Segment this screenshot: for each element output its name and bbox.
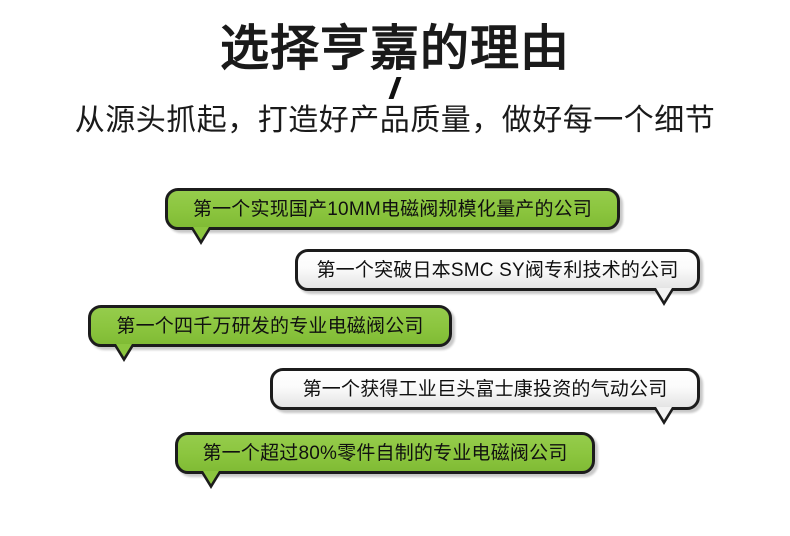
reason-bubble-4-label: 第一个获得工业巨头富士康投资的气动公司 — [302, 378, 668, 400]
header-block: 选择亨嘉的理由 从源头抓起，打造好产品质量，做好每一个细节 — [0, 0, 790, 139]
reason-bubble-3-label: 第一个四千万研发的专业电磁阀公司 — [116, 315, 424, 337]
reason-bubble-1-label: 第一个实现国产10MM电磁阀规模化量产的公司 — [192, 198, 593, 220]
bubble-tail-fill-icon — [193, 227, 209, 240]
page-title: 选择亨嘉的理由 — [219, 22, 570, 76]
reason-bubble-4: 第一个获得工业巨头富士康投资的气动公司 — [270, 368, 700, 425]
reason-bubble-2: 第一个突破日本SMC SY阀专利技术的公司 — [295, 249, 700, 306]
reason-bubble-5-label: 第一个超过80%零件自制的专业电磁阀公司 — [202, 442, 568, 464]
reason-bubble-1: 第一个实现国产10MM电磁阀规模化量产的公司 — [165, 188, 620, 245]
reason-bubble-5: 第一个超过80%零件自制的专业电磁阀公司 — [175, 432, 595, 489]
reason-bubble-3: 第一个四千万研发的专业电磁阀公司 — [88, 305, 452, 362]
bubble-tail-fill-icon — [656, 288, 672, 301]
bubble-tail-fill-icon — [203, 471, 219, 484]
bubble-tail-fill-icon — [656, 407, 672, 420]
bubble-tail-fill-icon — [116, 344, 132, 357]
reason-bubble-2-label: 第一个突破日本SMC SY阀专利技术的公司 — [316, 259, 679, 281]
page-subtitle: 从源头抓起，打造好产品质量，做好每一个细节 — [74, 103, 716, 137]
